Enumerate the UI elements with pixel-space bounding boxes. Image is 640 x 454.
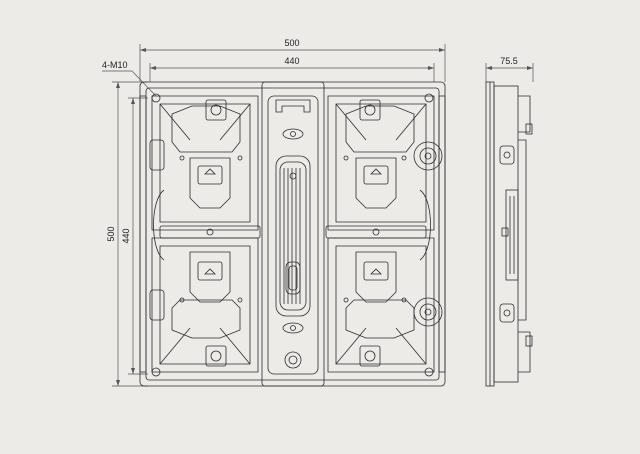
- dim-inner-height: 440: [121, 228, 131, 243]
- cabinet-back-view: [139, 81, 446, 387]
- dim-left-height: 500: [106, 226, 116, 241]
- dimension-lines: [102, 44, 534, 387]
- dimension-arrows: [116, 48, 533, 386]
- dim-top-width: 500: [284, 38, 299, 48]
- cabinet-side-view: [485, 81, 533, 387]
- dim-hole-callout: 4-M10: [102, 60, 128, 70]
- dim-side-depth: 75.5: [500, 56, 518, 66]
- dim-inner-width: 440: [284, 56, 299, 66]
